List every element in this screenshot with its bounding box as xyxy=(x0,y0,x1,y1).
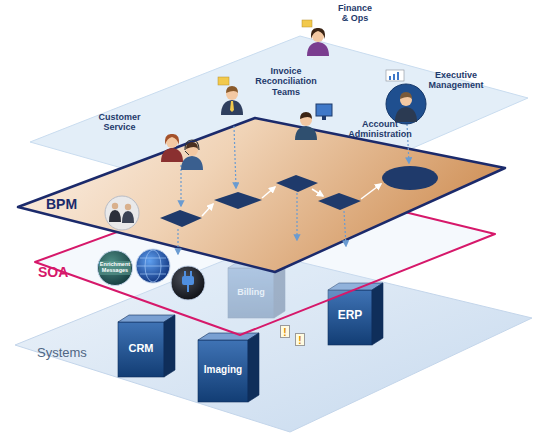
cube-top xyxy=(228,261,285,268)
enrichment-icon: Enrichment Messages xyxy=(97,250,133,286)
cube-front xyxy=(328,290,372,345)
node-text: CRM xyxy=(118,342,164,355)
node-text: Imaging xyxy=(198,364,248,376)
role-label: Executive Management xyxy=(424,70,488,91)
role-label: Invoice Reconciliation Teams xyxy=(246,66,326,97)
node-text: ERP xyxy=(328,309,372,323)
plug-icon xyxy=(171,266,205,300)
role-label: Customer Service xyxy=(92,112,147,133)
person-finance xyxy=(302,20,329,56)
node-text: SOA xyxy=(38,264,82,280)
warning-icon: ! xyxy=(295,333,305,346)
cube-side xyxy=(372,283,383,345)
warning-icon: ! xyxy=(280,325,290,338)
layer-plane xyxy=(15,250,532,432)
cube-front xyxy=(228,268,274,318)
node-text: BPM xyxy=(46,196,90,212)
team-photo xyxy=(105,196,139,230)
role-label: Finance & Ops xyxy=(334,3,376,24)
role-label: Account Administration xyxy=(344,119,416,140)
node-text: Systems xyxy=(37,346,107,361)
flow-end xyxy=(382,166,438,190)
globe-icon xyxy=(136,249,170,283)
cube-front xyxy=(118,322,164,377)
person-invoice xyxy=(218,77,243,115)
shape-outline xyxy=(16,116,508,274)
cube-side xyxy=(274,261,285,318)
person-executive xyxy=(386,70,426,124)
cube-side xyxy=(248,333,259,402)
cube-side xyxy=(164,315,175,377)
imaging-system: Imaging xyxy=(198,333,259,402)
bpm-layer: BPM xyxy=(16,116,508,274)
node-text: Enrichment Messages xyxy=(95,261,135,274)
cube-front xyxy=(198,340,248,402)
crm-system: CRM xyxy=(118,315,175,377)
